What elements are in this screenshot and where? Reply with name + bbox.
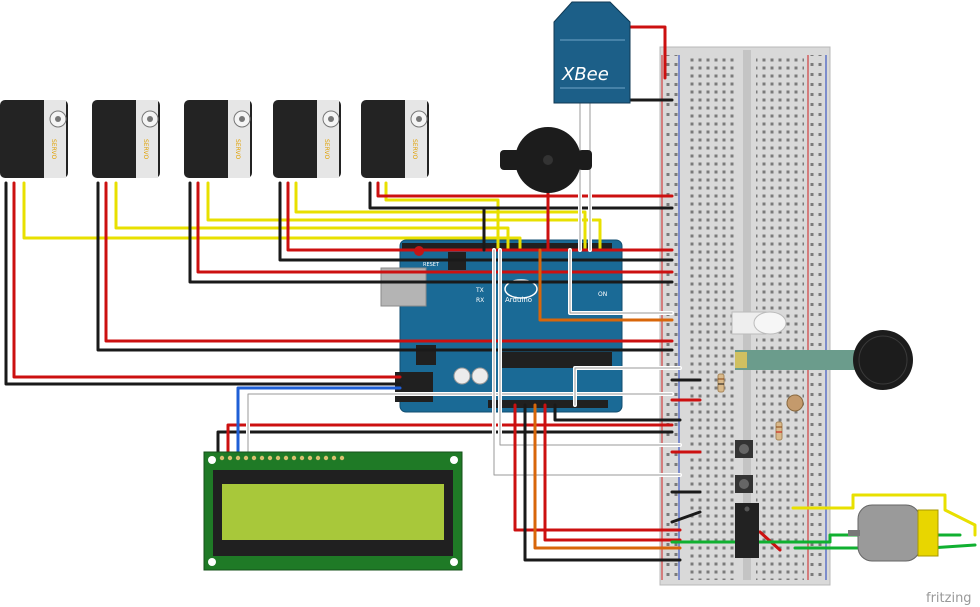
servo-label: SERVO (142, 139, 149, 159)
lcd-pin (227, 455, 233, 461)
push-button (735, 475, 753, 493)
analog-header (488, 400, 608, 408)
xbee-label: XBee (561, 64, 609, 85)
servo-label: SERVO (50, 139, 57, 159)
servo-motor: SERVO (92, 100, 160, 178)
lcd-pin (259, 455, 265, 461)
servo-label: SERVO (323, 139, 330, 159)
dc-motor (848, 504, 939, 562)
resistor (717, 373, 725, 393)
lcd-pin (243, 455, 249, 461)
regulator (416, 345, 436, 365)
usb-port (380, 267, 427, 307)
arduino-logo-icon (504, 279, 538, 299)
wires (4, 25, 977, 562)
lcd-display (203, 451, 463, 571)
capacitor (471, 367, 489, 385)
servo-motor: SERVO (0, 100, 68, 178)
servo-motor: SERVO (184, 100, 252, 178)
microcontroller-chip (500, 352, 612, 368)
lcd-pin (331, 455, 337, 461)
arduino-logo: Arduino (505, 296, 532, 304)
rgb-led (731, 311, 787, 335)
lcd-pin (251, 455, 257, 461)
fritzing-watermark: fritzing (926, 591, 972, 606)
lcd-pin (283, 455, 289, 461)
piezo-buzzer (500, 127, 592, 193)
photocell (786, 394, 804, 412)
motor-driver-ic (735, 503, 759, 558)
lcd-pin (299, 455, 305, 461)
lcd-pin (219, 455, 225, 461)
tx-label: TX (475, 287, 484, 294)
force-sensor (735, 330, 913, 390)
push-button (735, 440, 753, 458)
xbee-module: XBee (553, 1, 631, 104)
servo-label: SERVO (411, 139, 418, 159)
servo-label: SERVO (234, 139, 241, 159)
servo-motor: SERVO (361, 100, 429, 178)
resistor (775, 421, 783, 441)
servo-motor: SERVO (273, 100, 341, 178)
lcd-pin (323, 455, 329, 461)
lcd-pin (235, 455, 241, 461)
on-label: ON (598, 291, 607, 298)
lcd-pin (275, 455, 281, 461)
rx-label: RX (476, 297, 484, 304)
capacitor (453, 367, 471, 385)
lcd-pin (315, 455, 321, 461)
lcd-pin (307, 455, 313, 461)
lcd-pin (267, 455, 273, 461)
lcd-pin (291, 455, 297, 461)
lcd-pin (339, 455, 345, 461)
reset-label: RESET (423, 262, 440, 268)
